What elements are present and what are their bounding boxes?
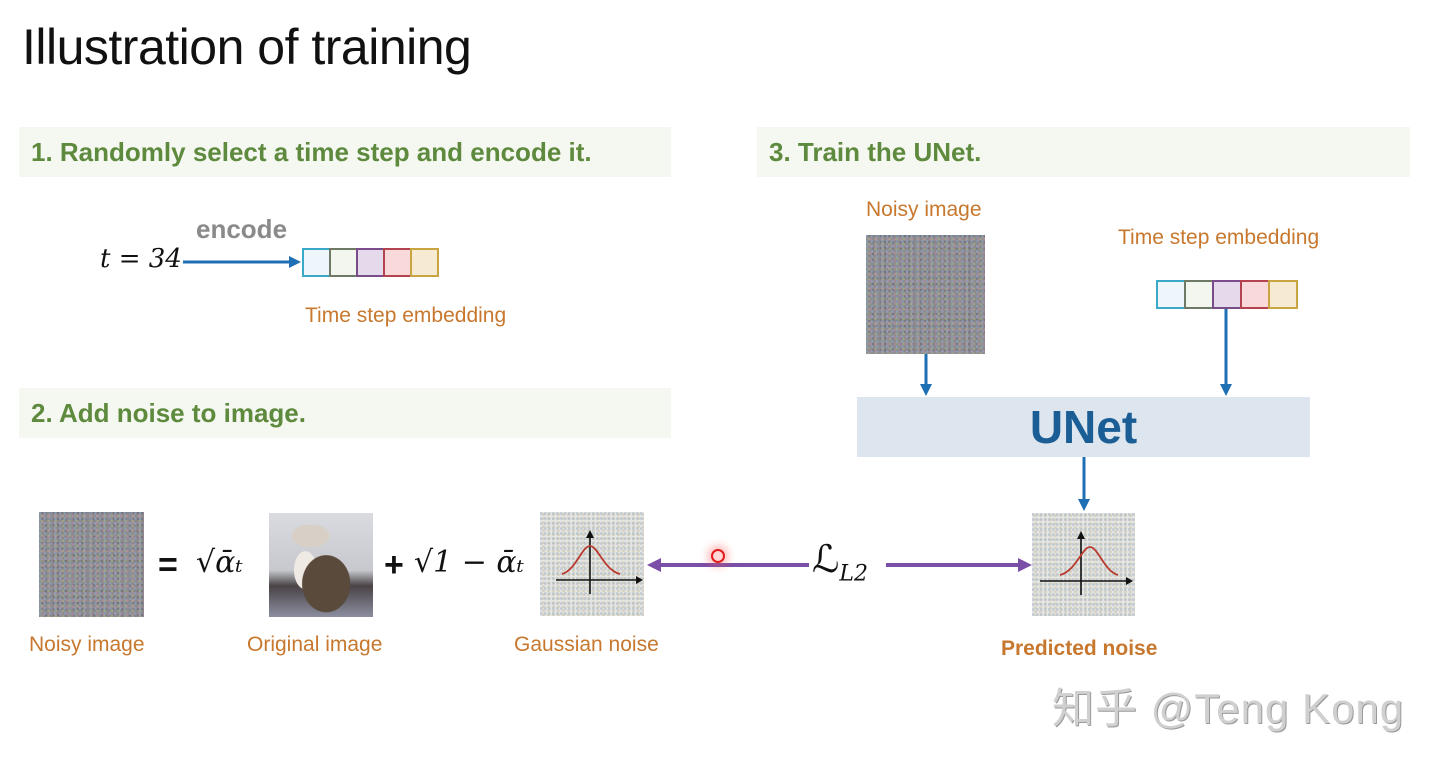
loss-subscript: L2 <box>839 561 868 587</box>
unet-label: UNet <box>1029 401 1138 453</box>
predicted-gaussian-curve-icon <box>1040 531 1133 595</box>
time-step-embedding-vector <box>302 248 439 277</box>
step3-time-step-embedding-vector <box>1156 280 1298 309</box>
step1-embedding-label: Time step embedding <box>305 304 507 327</box>
embedding-to-unet-arrow-icon <box>1220 309 1232 396</box>
unet-block: UNet <box>857 397 1310 457</box>
step3-noisy-image-label: Noisy image <box>866 198 982 221</box>
watermark: 知乎 @Teng Kong <box>1052 685 1405 732</box>
step1-heading: 1. Randomly select a time step and encod… <box>31 136 592 167</box>
predicted-noise-label: Predicted noise <box>1001 637 1158 660</box>
laser-pointer <box>711 549 725 563</box>
step3-noisy-image <box>866 235 985 354</box>
noisy-image <box>39 512 144 617</box>
embedding-cell <box>1212 280 1242 309</box>
gaussian-noise-image <box>540 512 644 616</box>
gaussian-noise-label: Gaussian noise <box>514 633 659 656</box>
embedding-cell <box>329 248 358 277</box>
step3-banner: 3. Train the UNet. <box>757 127 1410 177</box>
coefficient-sqrt-alpha: √ᾱₜ <box>196 545 243 580</box>
unet-to-prediction-arrow-icon <box>1078 457 1090 511</box>
embedding-cell <box>302 248 331 277</box>
loss-l2-symbol: ℒL2 <box>812 537 868 587</box>
predicted-noise-image <box>1032 513 1135 616</box>
step3-heading: 3. Train the UNet. <box>769 136 982 167</box>
embedding-cell <box>383 248 412 277</box>
time-step-variable: t = 34 <box>100 244 182 274</box>
encode-arrow-icon <box>183 256 301 268</box>
original-image-label: Original image <box>247 633 383 656</box>
noisy-to-unet-arrow-icon <box>920 354 932 396</box>
step2-banner: 2. Add noise to image. <box>19 388 671 438</box>
embedding-cell <box>1156 280 1186 309</box>
embedding-cell <box>1268 280 1298 309</box>
gaussian-curve-icon <box>556 530 643 594</box>
loss-symbol: ℒ <box>812 537 840 581</box>
original-cat-image <box>269 513 373 617</box>
equals-sign: = <box>158 546 178 584</box>
noisy-image-label: Noisy image <box>29 633 145 656</box>
step3-embedding-label: Time step embedding <box>1118 226 1320 249</box>
loss-left-arrow-icon <box>647 558 809 572</box>
slide-title: Illustration of training <box>22 19 472 75</box>
embedding-cell <box>1240 280 1270 309</box>
embedding-cell <box>356 248 385 277</box>
embedding-cell <box>1184 280 1214 309</box>
loss-right-arrow-icon <box>886 558 1032 572</box>
step1-banner: 1. Randomly select a time step and encod… <box>19 127 671 177</box>
plus-sign: + <box>384 546 404 584</box>
step2-heading: 2. Add noise to image. <box>31 397 306 428</box>
embedding-cell <box>410 248 439 277</box>
coefficient-sqrt-one-minus-alpha: √1 − ᾱₜ <box>414 545 525 580</box>
encode-label: encode <box>196 214 288 244</box>
